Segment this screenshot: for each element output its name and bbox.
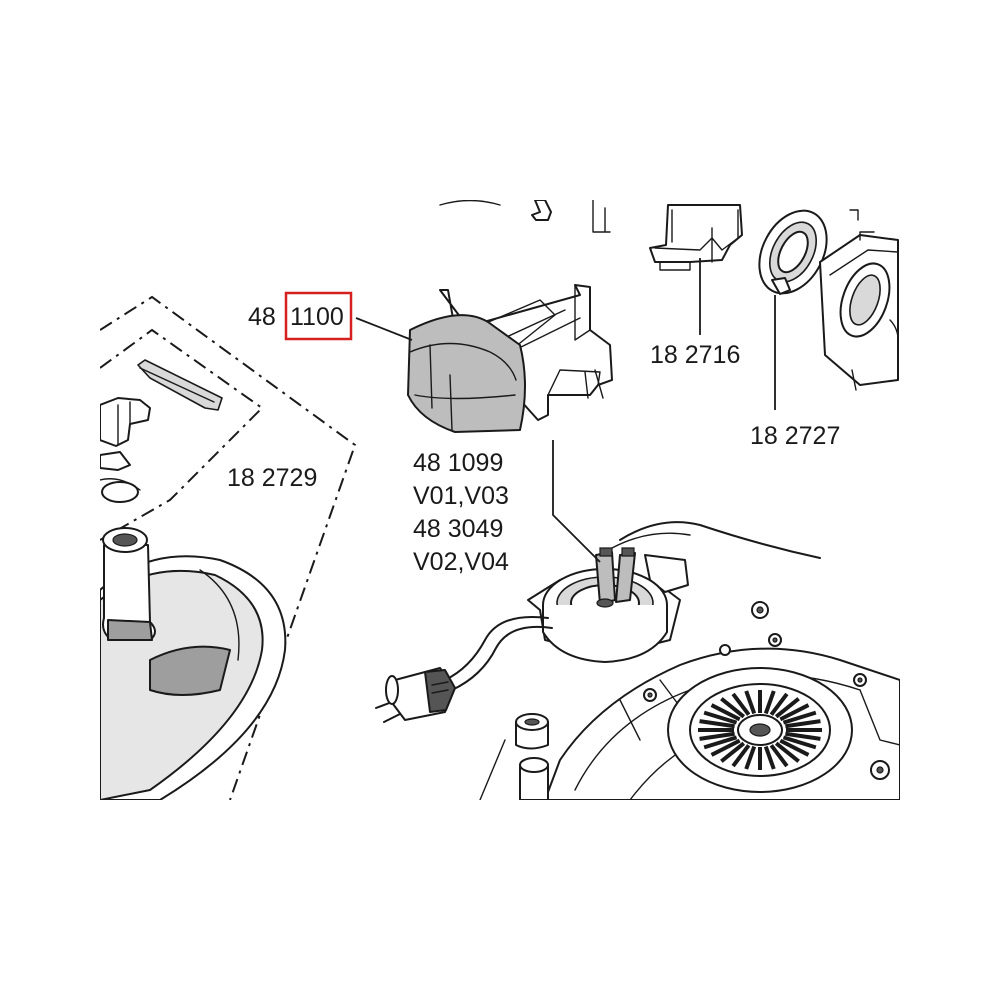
fan-blade bbox=[779, 738, 810, 757]
bushing-part-icon bbox=[479, 713, 549, 800]
power-cable-icon bbox=[444, 616, 553, 691]
fan-blade bbox=[744, 690, 757, 715]
spindle-base-icon bbox=[100, 527, 287, 800]
motor-label-line2: V01,V03 bbox=[413, 482, 509, 510]
fan-blade bbox=[763, 745, 776, 770]
motor-label-line4: V02,V04 bbox=[413, 548, 509, 576]
fan-blade bbox=[703, 735, 738, 750]
label-182729: 18 2729 bbox=[227, 464, 317, 492]
leader-lines bbox=[355, 258, 776, 563]
fan-blade bbox=[779, 703, 810, 722]
housing-box-icon bbox=[819, 209, 900, 391]
fan-blade bbox=[731, 744, 751, 768]
group-182729-outline bbox=[100, 295, 357, 800]
leader-motor bbox=[552, 510, 601, 563]
label-182727: 18 2727 bbox=[750, 422, 840, 450]
part-labels: 48 1100 18 2716 18 2727 18 2729 48 1099 … bbox=[227, 291, 840, 576]
fan-blade bbox=[720, 697, 746, 719]
fan-blade bbox=[731, 692, 751, 716]
fan-blade bbox=[763, 690, 776, 715]
fan-blade bbox=[774, 741, 800, 763]
fan-blade bbox=[720, 741, 746, 763]
fan-blade bbox=[782, 710, 817, 725]
fan-blade bbox=[769, 744, 789, 768]
highlight-box bbox=[284, 291, 353, 341]
housing-part-icon bbox=[439, 200, 611, 233]
fan-blade bbox=[710, 703, 741, 722]
cover-label-number: 1100 bbox=[290, 303, 344, 331]
cover-part-icon bbox=[407, 284, 613, 433]
fan-blade bbox=[782, 735, 817, 750]
leader-cover bbox=[355, 317, 413, 341]
seal-ring-icon bbox=[758, 209, 828, 295]
fan-blade bbox=[785, 719, 821, 729]
motor-part-icon bbox=[527, 521, 821, 663]
fan-blade bbox=[744, 745, 757, 770]
fan-blade bbox=[703, 710, 738, 725]
label-182716: 18 2716 bbox=[650, 341, 740, 369]
motor-label-line3: 48 3049 bbox=[413, 515, 503, 543]
fan-blade bbox=[699, 731, 735, 741]
fan-blade bbox=[774, 697, 800, 719]
fan-blade bbox=[710, 738, 741, 757]
bracket-182716-icon bbox=[649, 204, 743, 271]
fan-blade bbox=[699, 719, 735, 729]
motor-label-line1: 48 1099 bbox=[413, 449, 503, 477]
cover-label-prefix: 48 bbox=[248, 303, 276, 331]
fan-blade bbox=[769, 692, 789, 716]
power-plug-icon bbox=[375, 667, 456, 723]
fan-blade bbox=[785, 731, 821, 741]
fan-gear-icon bbox=[667, 667, 853, 793]
bracket-part-icon bbox=[100, 359, 223, 503]
